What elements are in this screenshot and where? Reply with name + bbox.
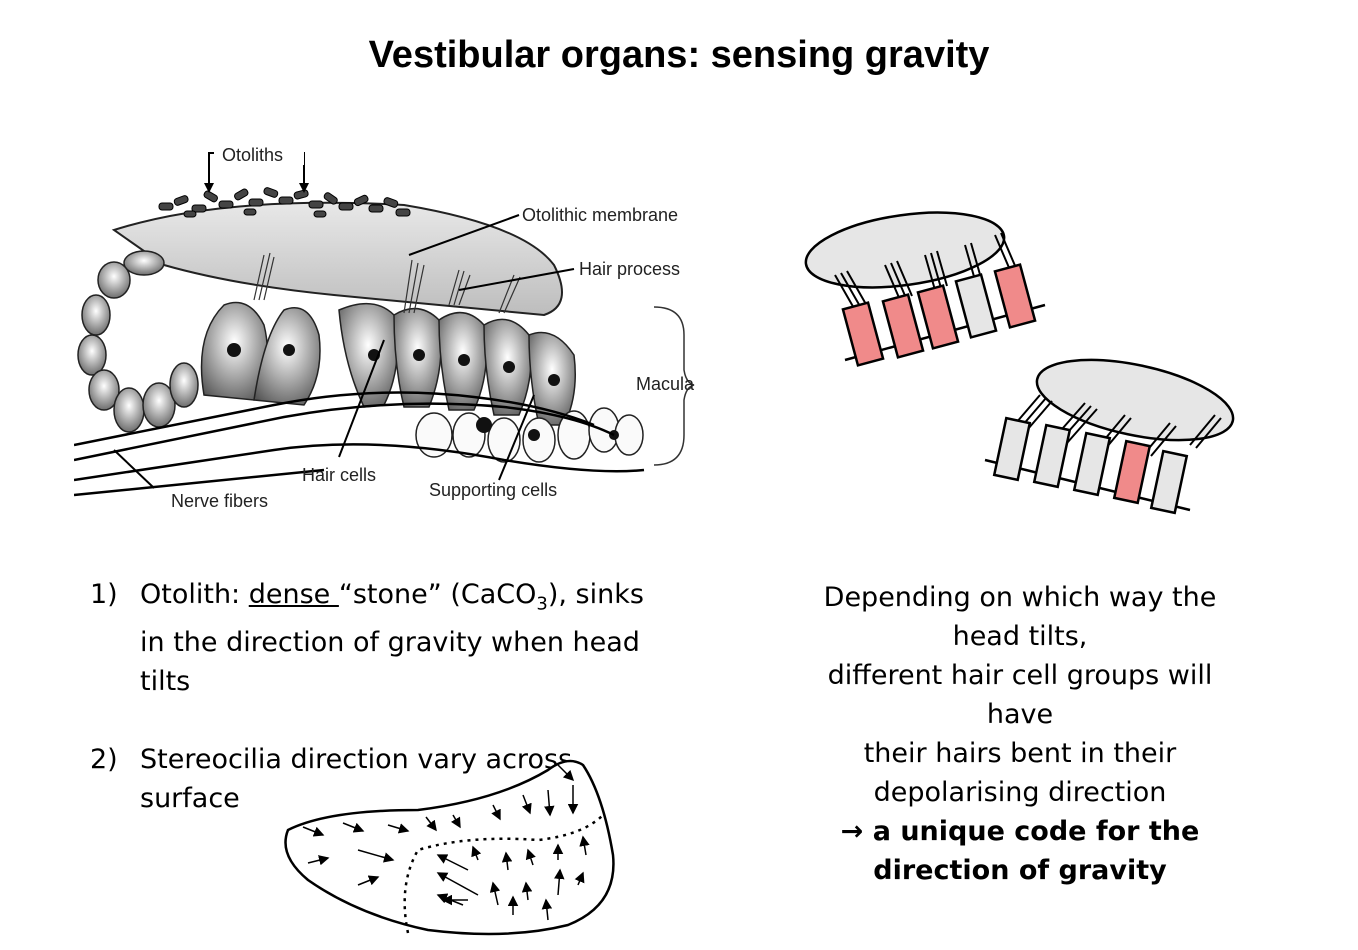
nuclei — [227, 343, 619, 441]
page-title: Vestibular organs: sensing gravity — [368, 34, 990, 76]
conclusion-text-1: a unique code for the — [863, 816, 1200, 847]
conclusion-line-2: direction of gravity — [873, 855, 1167, 886]
explanation-line-2: head tilts, — [952, 621, 1088, 652]
hair-cells — [200, 301, 576, 426]
otolith-middle: “stone” (CaCO — [338, 579, 537, 610]
otolith-suffix: ), sinks in the direction of gravity whe… — [140, 579, 644, 698]
otolithic-membrane-label: Otolithic membrane — [522, 205, 678, 225]
label-pointers — [113, 214, 575, 489]
hair-cells-label: Hair cells — [302, 465, 376, 485]
caco3-subscript: 3 — [536, 593, 548, 615]
hair-process-label: Hair process — [579, 259, 680, 279]
stereocilia-direction-sketch — [284, 759, 615, 936]
explanation-line-6: depolarising direction — [873, 777, 1167, 808]
otoliths-label: Otoliths — [222, 145, 283, 165]
supporting-cells — [415, 407, 644, 463]
list-item: 2) Stereocilia direction vary across sur… — [90, 740, 650, 818]
conclusion-line-1: → a unique code for the — [790, 812, 1250, 851]
upper-hair-cell-group — [804, 211, 1046, 367]
arrow-icon: → — [840, 816, 864, 847]
supporting-cells-label: Supporting cells — [429, 480, 557, 500]
explanation-line-4: have — [986, 699, 1054, 730]
list-item: 1) Otolith: dense “stone” (CaCO3), sinks… — [90, 575, 650, 701]
epithelial-cells-left — [77, 250, 199, 433]
hair-cell-groups-diagram — [804, 211, 1235, 515]
otolith-prefix: Otolith: — [140, 579, 249, 610]
explanation-line-5: their hairs bent in their — [863, 738, 1177, 769]
stereocilia-text: Stereocilia direction vary across surfac… — [140, 744, 573, 815]
nerve-fibers-label: Nerve fibers — [171, 491, 268, 511]
explanation-line-1: Depending on which way the — [823, 582, 1217, 613]
macula-cross-section-diagram: Otoliths Otolithic membrane Hair process… — [74, 143, 695, 511]
otolith-crystals — [158, 187, 411, 218]
key-points-list: 1) Otolith: dense “stone” (CaCO3), sinks… — [90, 575, 650, 857]
macula-label: Macula — [636, 374, 695, 394]
explanation-text: Depending on which way the head tilts, d… — [790, 578, 1250, 890]
explanation-line-3: different hair cell groups will — [827, 660, 1213, 691]
lower-hair-cell-group — [984, 358, 1235, 515]
list-number: 2) — [90, 744, 118, 776]
macula-bracket — [653, 306, 695, 466]
dense-underlined: dense — [248, 579, 339, 610]
list-number: 1) — [90, 579, 118, 610]
